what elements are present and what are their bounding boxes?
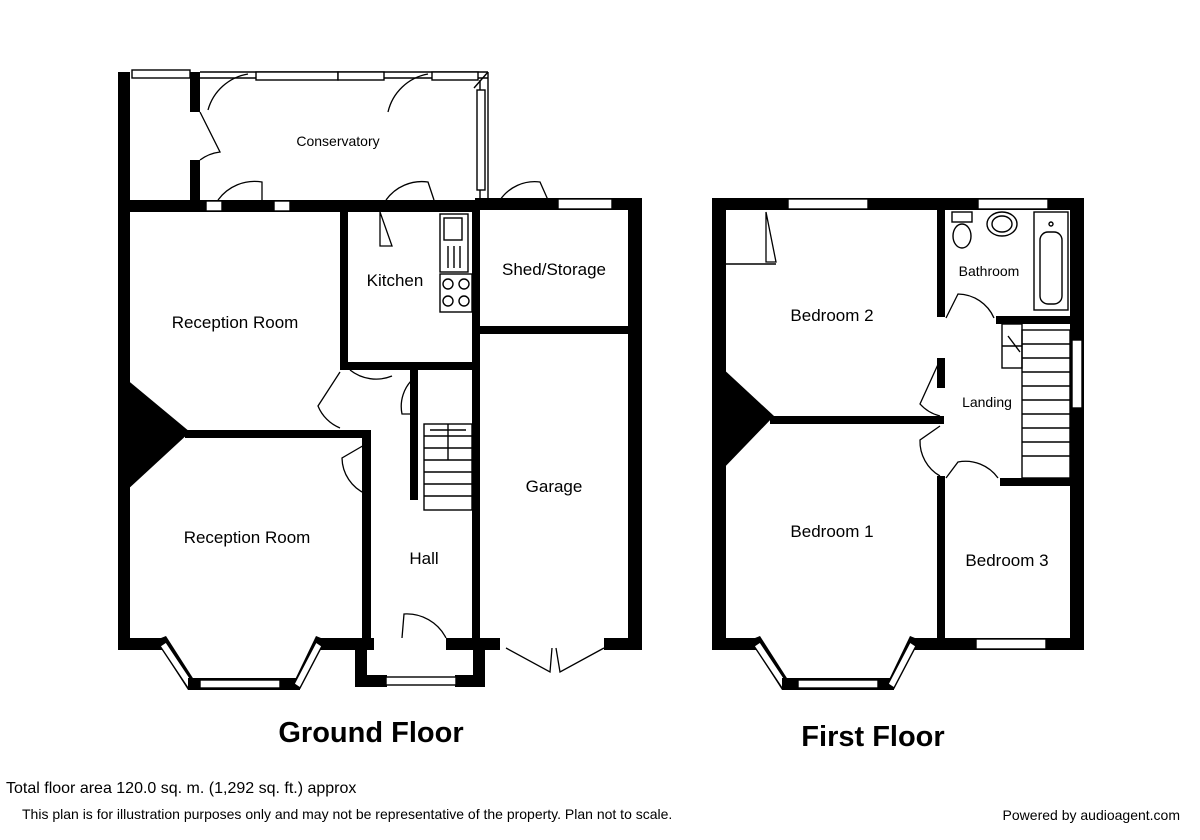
toilet-cistern — [951, 211, 973, 223]
bathroom-basin — [986, 211, 1018, 237]
room-label-bedroom-3: Bedroom 3 — [965, 551, 1048, 570]
ground-floor-title: Ground Floor — [278, 717, 463, 749]
bathtub — [1033, 211, 1069, 311]
wall-receptions-divider — [185, 430, 347, 438]
room-label-bathroom: Bathroom — [959, 263, 1020, 279]
front-bay-window — [199, 679, 281, 689]
front-door-window — [385, 676, 457, 686]
window-rear-left — [131, 69, 191, 79]
room-label-garage: Garage — [526, 477, 583, 496]
room-label-reception-room-front: Reception Room — [184, 528, 311, 547]
wall-conservatory-base — [118, 200, 480, 212]
wall-left — [118, 72, 130, 650]
conservatory-window — [255, 71, 339, 81]
powered-by-text: Powered by audioagent.com — [1002, 807, 1180, 823]
room-label-landing: Landing — [962, 394, 1012, 410]
shed-window — [557, 198, 613, 210]
total-floor-area-text: Total floor area 120.0 sq. m. (1,292 sq.… — [6, 780, 357, 797]
wall-hall-left — [362, 430, 371, 650]
wall-bedroom-divider — [770, 416, 930, 424]
wall-bedroom3-left — [937, 476, 945, 646]
ground-floor-stairs — [423, 423, 473, 511]
room-label-bedroom-1: Bedroom 1 — [790, 522, 873, 541]
wall-garage-left — [472, 205, 480, 645]
bedroom2-window — [787, 198, 869, 210]
chimney-breast — [125, 378, 190, 492]
ff-chimney-breast — [720, 366, 774, 472]
landing-window — [1071, 339, 1083, 409]
room-label-shed-storage: Shed/Storage — [502, 260, 606, 279]
ground-floor-plan: Conservatory Kitchen Shed/Storage Recept… — [118, 69, 642, 749]
wall-ff-left — [712, 198, 726, 650]
toilet-bowl — [952, 223, 972, 249]
first-floor-plan: Bedroom 2 Bathroom Landing Bedroom 1 Bed… — [712, 198, 1084, 753]
room-label-kitchen: Kitchen — [367, 271, 424, 290]
bathroom-window — [977, 198, 1049, 210]
room-label-hall: Hall — [409, 549, 438, 568]
first-floor-title: First Floor — [801, 721, 944, 753]
room-label-bedroom-2: Bedroom 2 — [790, 306, 873, 325]
first-floor-stairs — [1001, 323, 1071, 479]
wall-garage-right — [628, 198, 642, 650]
disclaimer-text: This plan is for illustration purposes o… — [22, 806, 673, 822]
room-label-conservatory: Conservatory — [296, 133, 379, 149]
room-label-reception-room-rear: Reception Room — [172, 313, 299, 332]
bedroom1-bay-window — [797, 679, 879, 689]
bedroom3-window — [975, 638, 1047, 650]
wall-ff-right — [1070, 198, 1084, 650]
